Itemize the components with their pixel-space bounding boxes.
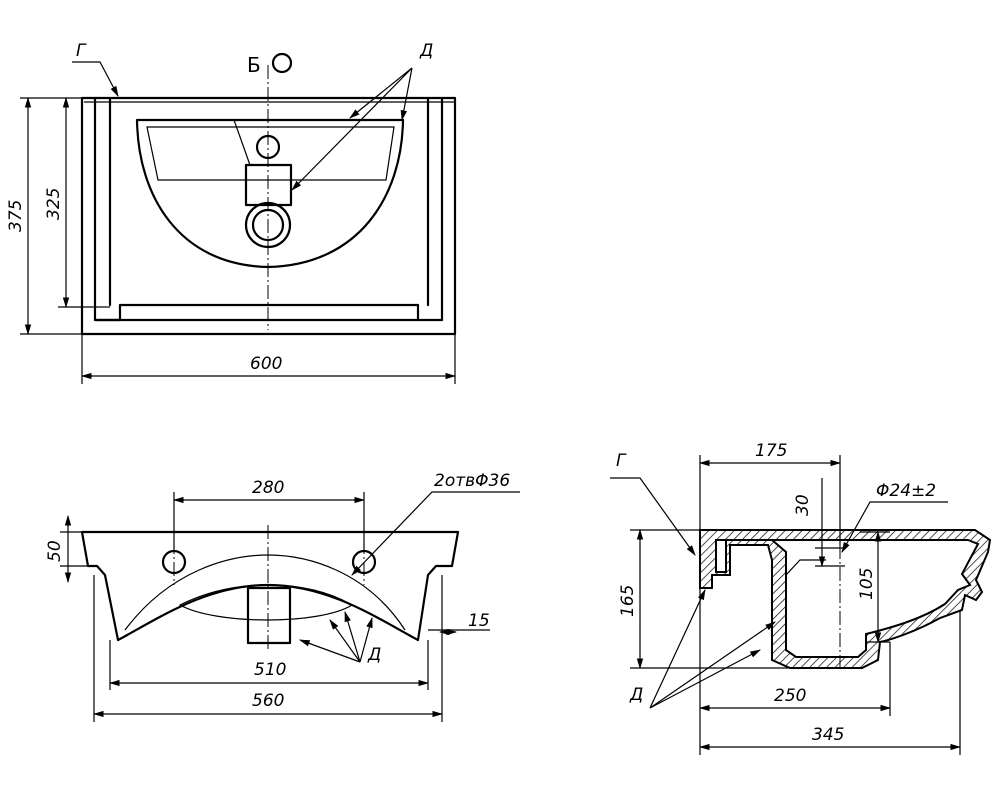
front-holes-note: 2отвΦ36 [434, 471, 510, 491]
side-view: Г 175 30 Φ24±2 165 105 Д 250 [610, 441, 992, 755]
front-dim-outer-width: 560 [252, 691, 284, 711]
front-outline [80, 530, 460, 642]
side-dim-345: 345 [812, 725, 844, 745]
front-dim-wall: 15 [468, 611, 490, 631]
side-dim-105: 105 [857, 568, 877, 600]
top-dim-depth-outer: 375 [6, 200, 26, 232]
top-label-g: Г [76, 41, 87, 61]
top-label-d: Д [419, 41, 433, 61]
side-dim-diameter: Φ24±2 [876, 481, 936, 501]
front-bowl-inner [178, 584, 354, 621]
front-dim-height: 50 [45, 540, 65, 562]
side-dim-top: 175 [755, 441, 787, 461]
top-dim-depth-inner: 325 [44, 188, 64, 220]
side-dim-250: 250 [774, 686, 806, 706]
top-basin-shelf [146, 126, 395, 181]
top-inner-walls [93, 96, 430, 322]
top-basin-bowl [135, 118, 405, 269]
side-dim-30: 30 [793, 494, 813, 516]
side-dim-height: 165 [618, 585, 638, 617]
side-label-g: Г [616, 451, 627, 471]
section-arrow-icon [271, 52, 293, 74]
front-dim-inner-width: 510 [254, 660, 286, 680]
side-shell-section [699, 529, 992, 669]
front-dim-holes: 280 [252, 478, 284, 498]
top-dim-width: 600 [250, 354, 282, 374]
top-view: Б Г Д 600 375 325 [6, 41, 457, 384]
front-bowl-curve [124, 554, 406, 631]
front-label-d: Д [367, 645, 381, 665]
top-section-mark: Б [247, 53, 261, 77]
front-drain [246, 586, 292, 645]
front-view: 280 2отвΦ36 50 15 Д 510 560 [45, 471, 520, 722]
side-label-d: Д [629, 685, 643, 705]
